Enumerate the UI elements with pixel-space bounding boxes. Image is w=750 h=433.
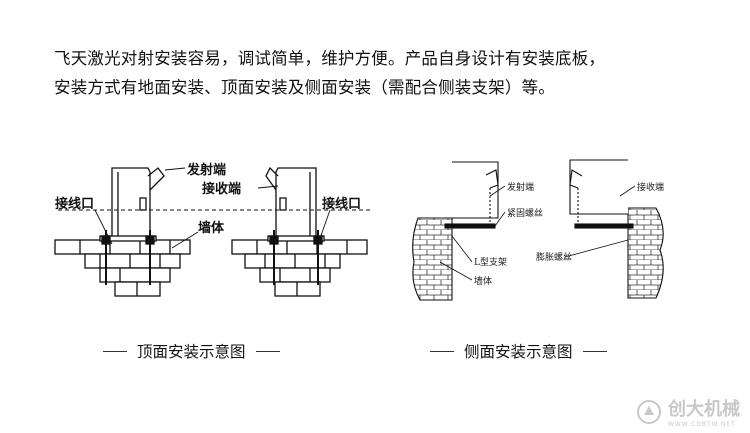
top-mount-diagram <box>54 166 372 297</box>
top-mount-label-wiring-right: 接线口 <box>322 196 361 212</box>
top-mount-bolts-right <box>267 230 325 285</box>
watermark: 创大机械 WWW.CDBTW.NET <box>636 395 740 428</box>
watermark-sub: WWW.CDBTW.NET <box>668 421 736 428</box>
side-mount-transmitter <box>444 161 499 229</box>
side-mount-label-expansion-screw: 膨胀螺丝 <box>536 251 572 263</box>
top-mount-caption: 顶面安装示意图 <box>103 340 280 362</box>
intro-line-2: 安装方式有地面安装、顶面安装及侧面安装（需配合侧装支架）等。 <box>54 78 555 97</box>
side-mount-wall-left <box>412 217 453 301</box>
caption-dash-right <box>582 350 607 352</box>
intro-text: 飞天激光对射安装容易，调试简单，维护方便。产品自身设计有安装底板， 安装方式有地… <box>54 44 734 102</box>
side-mount-receiver <box>569 159 634 229</box>
side-mount-label-wall: 墙体 <box>474 275 492 287</box>
top-mount-caption-text: 顶面安装示意图 <box>137 343 246 361</box>
top-mount-transmitter <box>111 167 165 241</box>
top-mount-receiver <box>265 166 317 241</box>
side-mount-label-l-bracket: L型支架 <box>474 256 507 268</box>
top-mount-label-receiver: 接收端 <box>202 181 241 197</box>
caption-dash-left <box>103 350 127 352</box>
intro-line-1: 飞天激光对射安装容易，调试简单，维护方便。产品自身设计有安装底板， <box>54 49 606 68</box>
top-mount-label-wiring-left: 接线口 <box>55 196 94 212</box>
top-mount-wall-right <box>231 239 368 297</box>
caption-dash-right <box>255 350 280 352</box>
top-mount-wall-left <box>54 239 191 297</box>
watermark-text: 创大机械 <box>668 399 740 420</box>
side-mount-label-receiver: 接收端 <box>637 181 664 193</box>
side-mount-caption-text: 侧面安装示意图 <box>464 343 573 361</box>
side-mount-diagram <box>412 159 664 301</box>
top-mount-label-transmitter: 发射端 <box>186 162 226 178</box>
side-mount-label-tight-screw: 紧固螺丝 <box>507 207 543 219</box>
side-mount-label-transmitter: 发射端 <box>507 181 534 193</box>
top-mount-label-wall: 墙体 <box>198 220 225 236</box>
watermark-logo-icon <box>637 399 661 424</box>
side-mount-caption: 侧面安装示意图 <box>430 340 607 362</box>
caption-dash-left <box>430 350 454 352</box>
side-mount-wall-right <box>627 207 664 299</box>
